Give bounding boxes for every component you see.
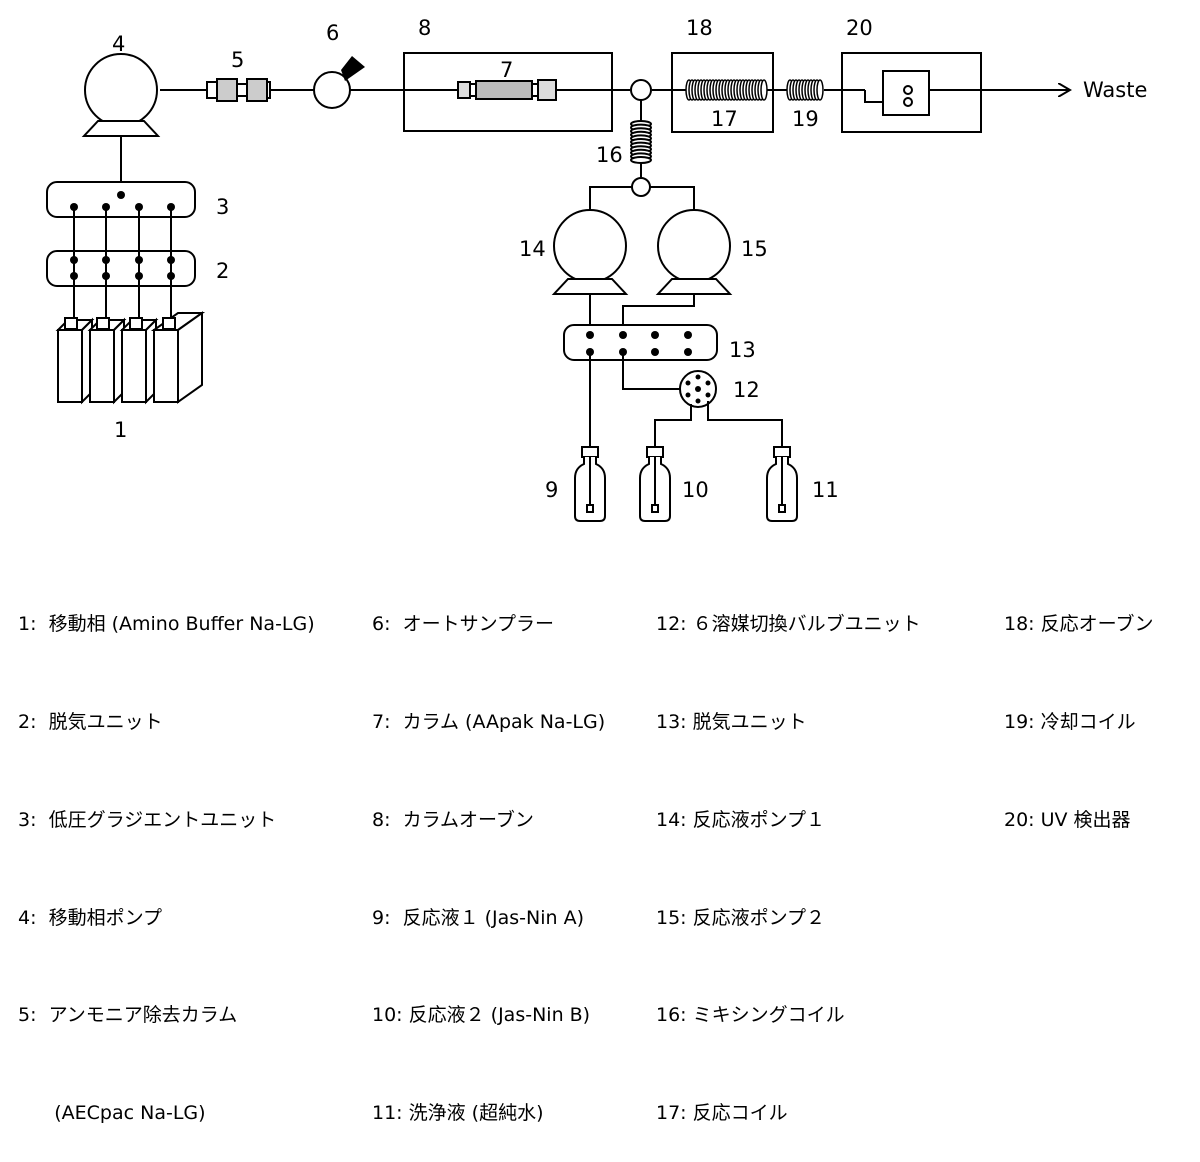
legend-item: 7: カラム (AApak Na-LG) xyxy=(372,710,606,733)
legend-item: 3: 低圧グラジエントユニット xyxy=(18,808,277,831)
cooling-coil xyxy=(786,79,824,101)
degasser-unit-13 xyxy=(563,324,718,361)
mixing-tee-lower xyxy=(631,177,651,197)
legend-item: 17: 反応コイル xyxy=(656,1102,788,1125)
label-14: 14 xyxy=(519,237,546,261)
legend-item: 5: アンモニア除去カラム xyxy=(18,1004,238,1027)
label-2: 2 xyxy=(216,259,229,283)
reagent-bottle-2 xyxy=(639,446,671,522)
wash-solution-bottle xyxy=(766,446,798,522)
label-4: 4 xyxy=(112,32,125,56)
label-5: 5 xyxy=(231,48,244,72)
mobile-phase-pump xyxy=(81,53,161,137)
reagent-bottle-1 xyxy=(574,446,606,522)
legend-item: 20: UV 検出器 xyxy=(1004,808,1131,831)
legend-item: 10: 反応液２ (Jas-Nin B) xyxy=(372,1004,591,1027)
low-pressure-gradient-unit xyxy=(46,181,196,218)
six-solvent-switching-valve xyxy=(679,370,717,408)
reaction-coil xyxy=(685,79,768,101)
label-20: 20 xyxy=(846,16,873,40)
ammonia-removal-column xyxy=(206,78,271,102)
mixing-coil xyxy=(630,120,652,164)
label-7: 7 xyxy=(500,58,513,82)
legend-item: 14: 反応液ポンプ１ xyxy=(656,808,826,831)
label-16: 16 xyxy=(596,143,623,167)
label-19: 19 xyxy=(792,107,819,131)
separation-column xyxy=(457,79,557,101)
legend-item: (AECpac Na-LG) xyxy=(18,1102,206,1125)
mixing-tee-upper xyxy=(630,79,652,101)
label-12: 12 xyxy=(733,378,760,402)
label-1: 1 xyxy=(114,418,127,442)
label-17: 17 xyxy=(711,107,738,131)
column-oven xyxy=(403,52,613,132)
legend-item: 13: 脱気ユニット xyxy=(656,710,807,733)
uv-detector xyxy=(841,52,982,133)
legend-column-4: 18: 反応オーブン 19: 冷却コイル 20: UV 検出器 xyxy=(1004,543,1153,869)
label-6: 6 xyxy=(326,21,339,45)
legend-item: 12: ６溶媒切換バルブユニット xyxy=(656,613,921,636)
legend-item: 11: 洗浄液 (超純水) xyxy=(372,1102,544,1125)
reagent-pump-1 xyxy=(551,209,629,295)
legend-column-3: 12: ６溶媒切換バルブユニット 13: 脱気ユニット 14: 反応液ポンプ１ … xyxy=(656,543,921,1162)
legend-item: 4: 移動相ポンプ xyxy=(18,906,162,929)
legend-item: 15: 反応液ポンプ２ xyxy=(656,906,826,929)
legend-item: 18: 反応オーブン xyxy=(1004,613,1154,636)
mobile-phase-bottles xyxy=(55,311,206,405)
label-3: 3 xyxy=(216,195,229,219)
label-8: 8 xyxy=(418,16,431,40)
flow-diagram: 1 2 3 4 5 6 7 8 9 10 11 12 13 14 15 16 1… xyxy=(46,16,1147,522)
legend-item: 2: 脱気ユニット xyxy=(18,710,163,733)
label-11: 11 xyxy=(812,478,839,502)
legend-column-2: 6: オートサンプラー 7: カラム (AApak Na-LG) 8: カラムオ… xyxy=(372,543,605,1162)
reaction-oven xyxy=(671,52,774,133)
label-9: 9 xyxy=(545,478,558,502)
legend-column-1: 1: 移動相 (Amino Buffer Na-LG) 2: 脱気ユニット 3:… xyxy=(18,543,315,1162)
legend-item: 9: 反応液１ (Jas-Nin A) xyxy=(372,906,585,929)
autosampler xyxy=(313,56,365,109)
reagent-pump-2 xyxy=(655,209,733,295)
legend-item: 1: 移動相 (Amino Buffer Na-LG) xyxy=(18,613,315,636)
legend-item: 6: オートサンプラー xyxy=(372,613,554,636)
legend-item: 8: カラムオーブン xyxy=(372,808,534,831)
degasser-unit-2 xyxy=(46,250,196,287)
label-15: 15 xyxy=(741,237,768,261)
legend-item: 19: 冷却コイル xyxy=(1004,710,1136,733)
legend-item: 16: ミキシングコイル xyxy=(656,1004,845,1027)
label-18: 18 xyxy=(686,16,713,40)
waste-label: Waste xyxy=(1083,78,1147,102)
label-10: 10 xyxy=(682,478,709,502)
label-13: 13 xyxy=(729,338,756,362)
